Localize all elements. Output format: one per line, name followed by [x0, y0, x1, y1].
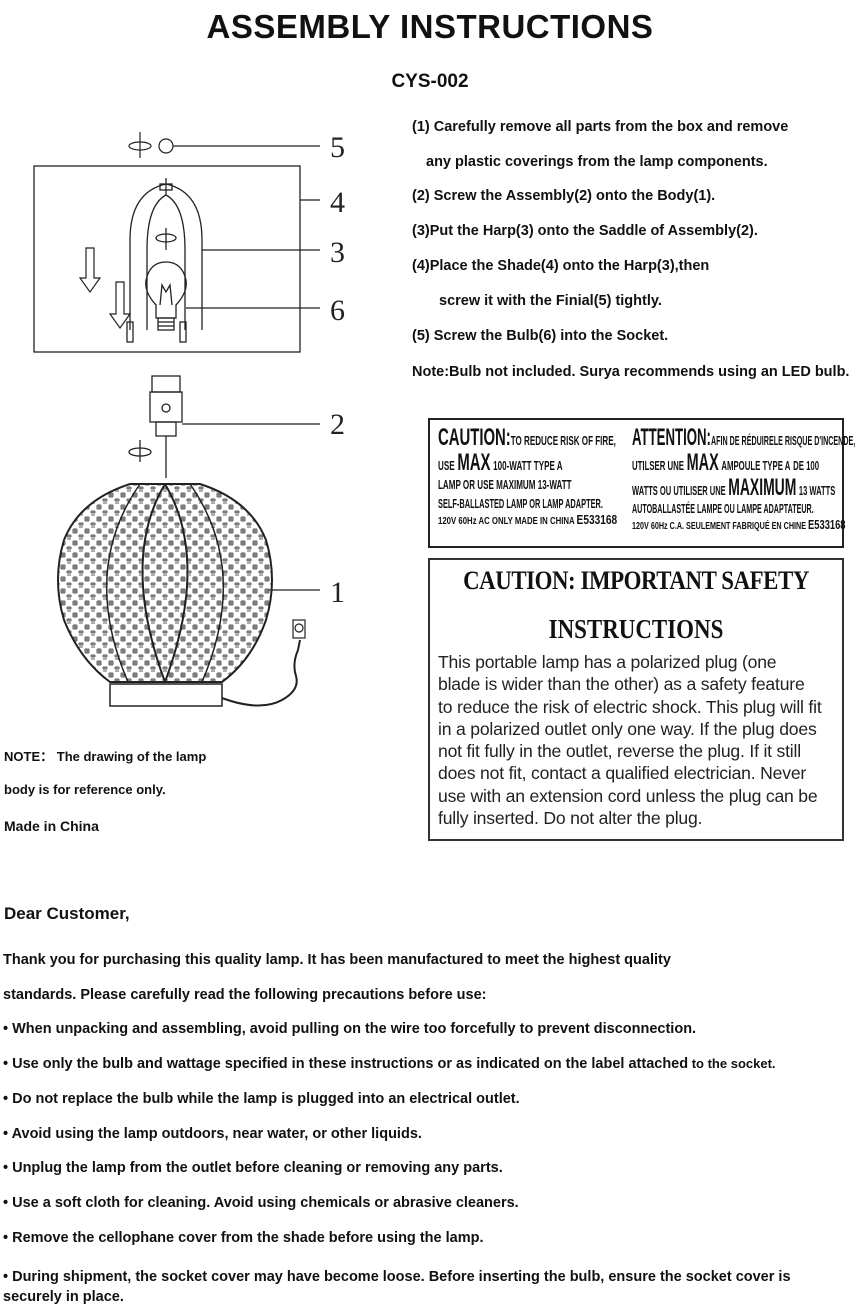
caution-label-french: ATTENTION:AFIN DE RÉDUIRELE RISQUE D'INC…: [632, 424, 856, 532]
lamp-body: [57, 483, 320, 707]
bulb-note: Note:Bulb not included. Surya recommends…: [412, 364, 850, 380]
safety-instructions-box: CAUTION: IMPORTANT SAFETY INSTRUCTIONS T…: [428, 558, 844, 841]
step-2: (2) Screw the Assembly(2) onto the Body(…: [412, 188, 716, 204]
bullet-6: • Use a soft cloth for cleaning. Avoid u…: [3, 1195, 519, 1211]
callout-4: 4: [330, 186, 345, 219]
greeting: Dear Customer,: [4, 904, 130, 923]
step-5: (5) Screw the Bulb(6) into the Socket.: [412, 328, 669, 344]
drawing-note-cont: body is for reference only.: [4, 782, 166, 797]
page-title: ASSEMBLY INSTRUCTIONS: [206, 8, 654, 45]
drawing-note: NOTE： The drawing of the lamp: [4, 749, 207, 764]
caution-label: CAUTION:TO REDUCE RISK OF FIRE, USE MAX …: [428, 418, 856, 548]
step-1: (1) Carefully remove all parts from the …: [412, 119, 789, 135]
callout-6: 6: [330, 294, 345, 327]
bullet-8: • During shipment, the socket cover may …: [3, 1269, 791, 1305]
callout-numbers: 5 4 3 6 2 1: [330, 131, 345, 609]
bullet-1: • When unpacking and assembling, avoid p…: [3, 1021, 697, 1037]
assembly-diagram: 5 4 3 6 2 1: [33, 131, 345, 707]
callout-5: 5: [330, 131, 345, 164]
intro-line-1: Thank you for purchasing this quality la…: [3, 952, 671, 968]
bullet-5: • Unplug the lamp from the outlet before…: [3, 1160, 503, 1176]
model-number: CYS-002: [391, 71, 469, 92]
intro-line-2: standards. Please carefully read the fol…: [3, 987, 487, 1003]
callout-3: 3: [330, 236, 345, 269]
shade-outline: [33, 165, 301, 353]
direction-arrows: [78, 247, 132, 330]
socket-assembly: [128, 375, 320, 478]
step-4-cont: screw it with the Finial(5) tightly.: [439, 293, 662, 309]
bulb-part: [145, 261, 320, 331]
safety-heading: CAUTION: IMPORTANT SAFETY: [463, 566, 809, 595]
harp-part: [126, 178, 320, 343]
callout-1: 1: [330, 576, 345, 609]
bullet-3: • Do not replace the bulb while the lamp…: [3, 1091, 520, 1107]
step-3: (3)Put the Harp(3) onto the Saddle of As…: [412, 223, 758, 239]
safety-subheading: INSTRUCTIONS: [548, 614, 724, 644]
bullet-7: • Remove the cellophane cover from the s…: [3, 1230, 484, 1246]
step-1-cont: any plastic coverings from the lamp comp…: [426, 154, 768, 170]
callout-2: 2: [330, 408, 345, 441]
finial-part: [128, 132, 320, 158]
caution-label-english: CAUTION:TO REDUCE RISK OF FIRE, USE MAX …: [438, 424, 618, 527]
bullet-4: • Avoid using the lamp outdoors, near wa…: [3, 1126, 422, 1142]
safety-text: This portable lamp has a polarized plug …: [438, 652, 822, 829]
bullet-2: • Use only the bulb and wattage specifie…: [3, 1056, 776, 1072]
made-in-china: Made in China: [4, 818, 99, 834]
step-4: (4)Place the Shade(4) onto the Harp(3),t…: [412, 258, 710, 274]
